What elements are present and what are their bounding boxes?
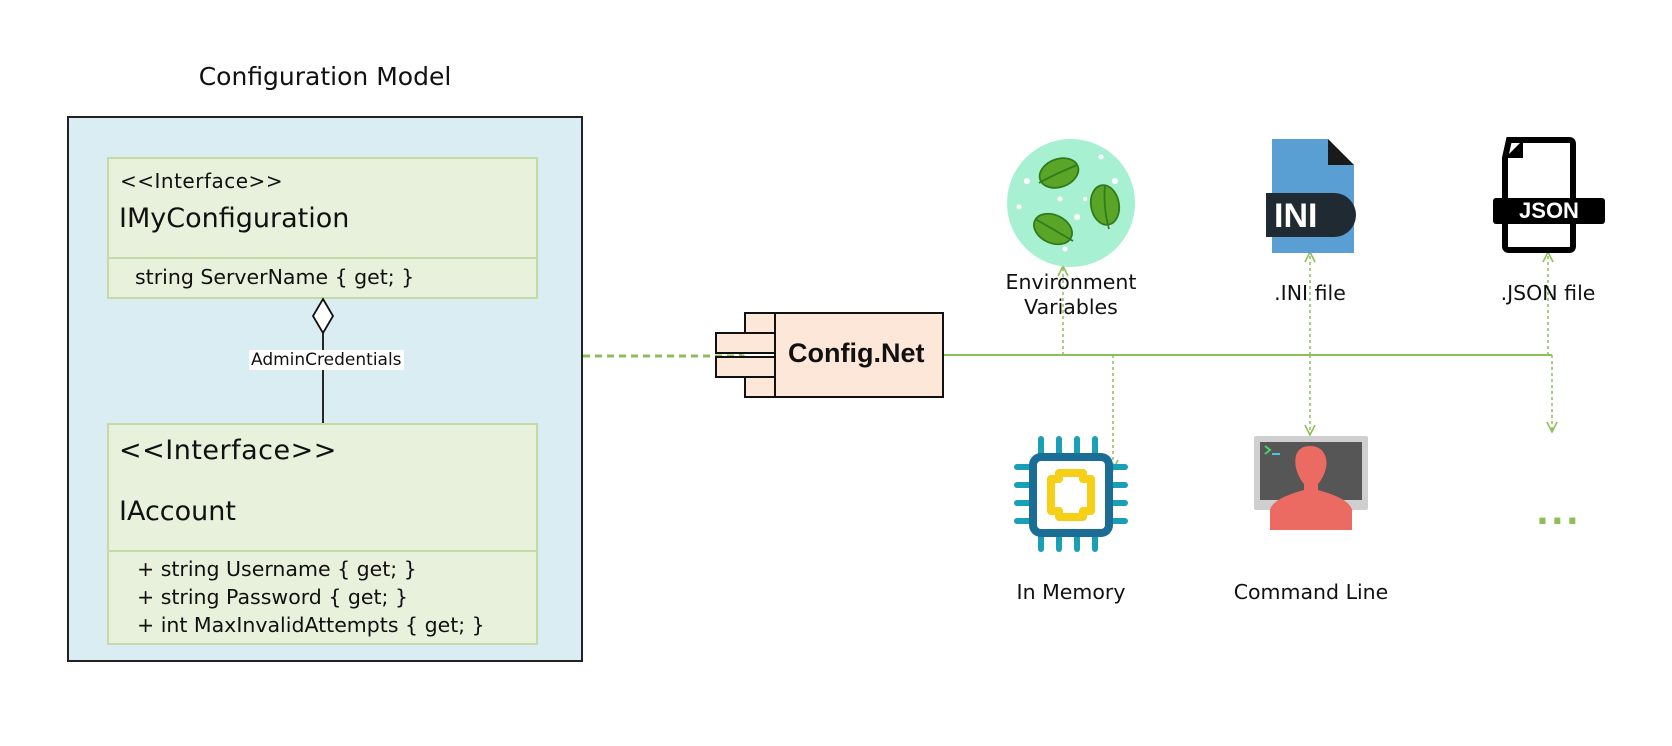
config-net-label: Config.Net [788,338,925,368]
interface-iaccount[interactable]: <<Interface>> IAccount + string Username… [107,423,538,645]
leaves-icon [1007,139,1135,267]
interface-divider [109,550,536,552]
association-label: AdminCredentials [249,350,404,370]
interface-member: + string Username { get; } [137,557,417,581]
ini-file-icon: INI [1266,139,1356,253]
json-badge-text: JSON [1519,198,1579,223]
interface-member: + int MaxInvalidAttempts { get; } [137,613,485,637]
ini-label: .INI file [1274,281,1346,305]
env-label-line2: Variables [1024,295,1118,319]
json-file-icon: JSON [1493,137,1605,253]
interface-imyconfiguration[interactable]: <<Interface>> IMyConfiguration string Se… [107,157,538,299]
interface-stereotype: <<Interface>> [120,169,284,193]
aggregation-association [311,297,335,425]
interface-member: string ServerName { get; } [135,265,415,289]
interface-divider [109,257,536,259]
memory-label: In Memory [1016,580,1126,604]
config-net-component[interactable] [714,311,946,400]
env-label-line1: Environment [1005,270,1137,294]
terminal-user-icon [1254,436,1368,530]
more-sources-ellipsis: ... [1536,493,1581,533]
interface-name: IMyConfiguration [119,203,350,234]
chip-icon [1014,436,1128,552]
cmd-label: Command Line [1233,580,1389,604]
interface-stereotype: <<Interface>> [119,435,337,466]
ini-badge-text: INI [1274,197,1317,235]
interface-name: IAccount [119,496,236,527]
json-label: .JSON file [1500,281,1596,305]
aggregation-diamond [311,297,335,335]
env-label: Environment Variables [1000,270,1142,320]
interface-member: + string Password { get; } [137,585,409,609]
model-title: Configuration Model [198,62,452,91]
